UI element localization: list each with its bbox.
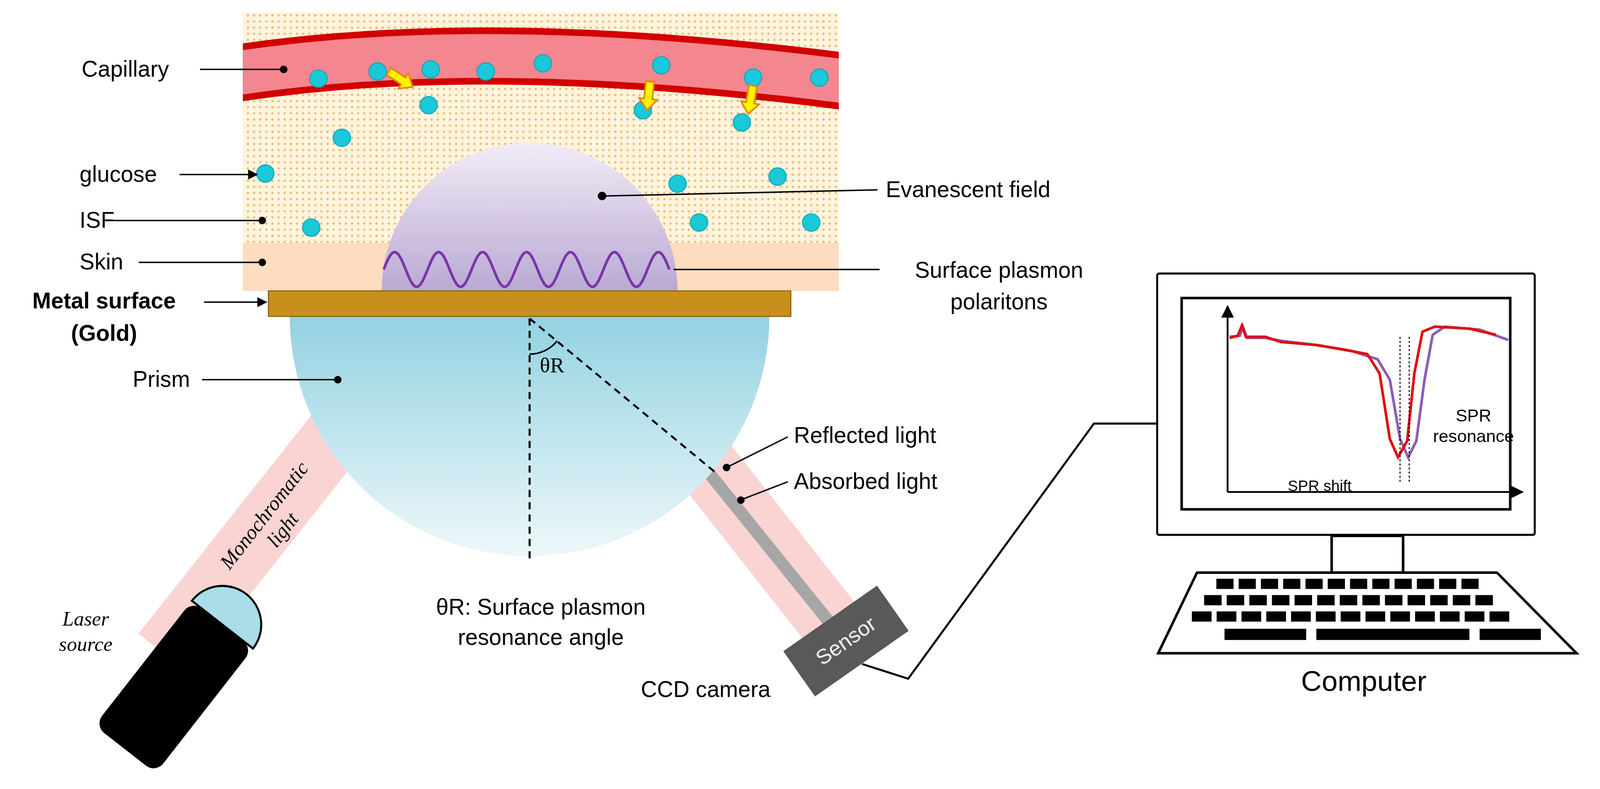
glucose-dot xyxy=(769,167,787,186)
key xyxy=(1429,595,1448,606)
key xyxy=(1327,578,1345,589)
key xyxy=(1340,611,1361,622)
part-label: Skin xyxy=(79,248,137,278)
glucose-dot xyxy=(802,213,820,232)
glucose-dot xyxy=(477,62,495,81)
key xyxy=(1415,611,1435,622)
monitor-screen xyxy=(1181,298,1511,510)
key xyxy=(1440,611,1460,622)
part-label: Absorbed light xyxy=(794,467,999,497)
part-label: Laser source xyxy=(38,606,133,658)
key xyxy=(1224,628,1306,641)
gold-film xyxy=(268,290,791,317)
part-label: Surface plasmon polaritons xyxy=(883,255,1114,319)
key xyxy=(1489,611,1510,622)
caption-label: θR: Surface plasmon resonance angle xyxy=(387,592,695,653)
key xyxy=(1464,611,1485,622)
glucose-dot xyxy=(668,175,687,193)
glucose-dot xyxy=(333,129,351,147)
part-label: glucose xyxy=(79,160,178,190)
reflection-line xyxy=(529,318,714,472)
keyboard xyxy=(1158,572,1577,654)
key xyxy=(1249,595,1267,606)
glucose-dot xyxy=(422,60,440,79)
key xyxy=(1241,611,1262,622)
key xyxy=(1226,595,1245,606)
diffusion-arrows xyxy=(383,63,763,116)
key xyxy=(1271,595,1290,606)
key xyxy=(1283,578,1301,589)
glucose-dot xyxy=(368,62,387,81)
key xyxy=(1317,595,1335,606)
key xyxy=(1365,611,1386,622)
key xyxy=(1260,578,1278,589)
key xyxy=(1362,595,1381,606)
part-label: CCD camera xyxy=(640,675,794,706)
key xyxy=(1291,611,1311,622)
part-label: Prism xyxy=(132,365,201,395)
key xyxy=(1416,578,1434,589)
part-label: Reflected light xyxy=(794,421,999,451)
key xyxy=(1407,595,1426,606)
key xyxy=(1216,578,1234,589)
key xyxy=(1439,578,1457,589)
evanescent-field xyxy=(381,142,678,291)
key xyxy=(1339,595,1358,606)
computer-monitor: Computer xyxy=(1156,272,1536,536)
key xyxy=(1238,578,1256,589)
plasmon-wave xyxy=(383,251,670,287)
glucose-dot xyxy=(744,68,763,87)
key xyxy=(1394,578,1412,589)
laser-source xyxy=(94,570,277,774)
glucose-dot xyxy=(652,56,671,75)
monitor-stand xyxy=(1331,535,1404,573)
key xyxy=(1316,611,1336,622)
glucose-dot xyxy=(256,164,275,183)
key xyxy=(1390,611,1410,622)
key xyxy=(1294,595,1313,606)
key xyxy=(1316,628,1470,641)
glucose-dot xyxy=(810,68,829,87)
key xyxy=(1372,578,1390,589)
key xyxy=(1305,578,1323,589)
device-name: Computer xyxy=(1301,665,1427,699)
glucose-dot xyxy=(309,70,328,88)
glucose-dot xyxy=(302,219,320,237)
key xyxy=(1479,628,1541,641)
spr-chart xyxy=(1227,306,1523,493)
keyboard-keys xyxy=(1192,578,1541,641)
key xyxy=(1192,611,1212,622)
glucose-molecules xyxy=(256,54,829,237)
chart-label: SPR resonance xyxy=(1424,406,1523,448)
part-label: ISF xyxy=(79,206,111,236)
normal-line xyxy=(528,318,531,564)
chart-label: SPR shift xyxy=(1287,475,1370,496)
glucose-dot xyxy=(419,96,438,114)
glucose-dot xyxy=(733,113,751,132)
angle-symbol: θR xyxy=(539,352,577,381)
key xyxy=(1350,578,1368,589)
part-label: Capillary xyxy=(81,55,200,85)
key xyxy=(1266,611,1286,622)
angle-arc xyxy=(529,340,557,355)
glucose-dot xyxy=(534,54,552,73)
key xyxy=(1475,595,1494,606)
part-label: Evanescent field xyxy=(885,175,1121,206)
part-label: Metal surface (Gold) xyxy=(6,284,203,351)
key xyxy=(1204,595,1222,606)
key xyxy=(1461,578,1479,589)
key xyxy=(1384,595,1403,606)
key xyxy=(1452,595,1471,606)
signal-cable xyxy=(862,423,1157,679)
glucose-dot xyxy=(690,213,708,232)
key xyxy=(1216,611,1237,622)
